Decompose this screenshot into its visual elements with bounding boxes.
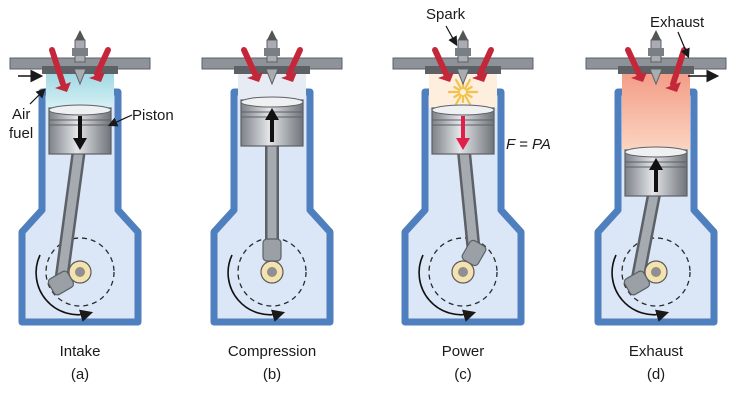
crank-pin [623,270,651,296]
spark-plug-nut [648,48,664,56]
spark-plug-nut [72,48,88,56]
connecting-rod-face [632,179,661,288]
intake-valve-stem [49,47,66,87]
crank-pin [461,239,487,267]
stroke-name-intake: Intake [59,343,101,360]
spark-plug-nut [264,48,280,56]
spark-burst [447,78,479,106]
engine-power [392,30,534,326]
exhaust-valve-stem [477,47,494,77]
air-fuel-leader [29,88,46,105]
rotation-arrow [611,254,670,322]
crank-path [428,237,498,307]
piston-arrow-down [73,138,87,150]
piston-leader [107,114,133,127]
spark-plug-terminal [651,30,661,40]
intake-valve-stem [432,47,449,77]
intake-valve-stem [241,47,258,77]
rotation-arrow [35,254,94,322]
stroke-name-compression: Compression [227,343,317,360]
stroke-letter-a: (a) [70,366,90,383]
engine-intake [9,30,151,326]
connecting-rod-face [56,137,85,288]
stroke-letter-c: (c) [454,366,472,383]
spark-plug-terminal [75,30,85,40]
intake-valve-head [438,72,454,82]
stroke-name-power: Power [441,343,485,360]
crankshaft-center [651,267,661,277]
piston-crown [48,104,112,116]
exhaust-valve-head [281,72,297,82]
spark-plug-tip [456,68,470,86]
piston-arrow-up [265,108,279,120]
crankshaft-center [75,267,85,277]
crank-path [45,237,115,307]
exhaust-valve-head [472,72,488,82]
crank-pin [47,270,75,296]
spark-leader [445,25,458,47]
stroke-letter-b: (b) [262,366,282,383]
fuel-label: fuel [9,125,34,142]
rotation-arrow [418,254,477,322]
crank-pin [262,238,282,262]
spark-plug-nut [455,48,471,56]
exhaust-valve-head [665,82,681,92]
piston-label: Piston [132,107,174,124]
force-formula-label: F = PA [506,136,551,153]
piston-crown [240,96,304,108]
spark-plug-terminal [267,30,277,40]
intake-valve-head [631,72,647,82]
rotation-arrow [227,254,286,322]
stroke-name-exhaust: Exhaust [628,343,684,360]
piston-crown [624,146,688,158]
housing-wall [594,88,718,326]
exhaust-valve-stem [286,47,303,77]
engine-compression [201,30,343,326]
exhaust-valve-stem [94,47,111,77]
spark-plug-terminal [458,30,468,40]
exhaust-leader [677,31,690,59]
air-label: Air [12,106,31,123]
spark-plug-tip [649,68,663,86]
crank-path [237,237,307,307]
crank-path [621,237,691,307]
intake-valve-stem [625,47,642,77]
crankshaft-center [267,267,277,277]
housing-wall [210,88,334,326]
spark-plug-tip [73,68,87,86]
exhaust-outlet-label: Exhaust [650,14,705,31]
engine-exhaust [585,30,727,326]
housing-wall [401,88,525,326]
exhaust-valve-head [89,72,105,82]
connecting-rod-face [458,137,479,258]
piston-arrow-down [456,138,470,150]
stroke-letter-d: (d) [646,366,666,383]
spark-plug-tip [265,68,279,86]
spark-label: Spark [426,6,466,23]
intake-valve-head [55,82,71,92]
housing-wall [18,88,142,326]
intake-valve-head [247,72,263,82]
crankshaft-center [458,267,468,277]
piston-arrow-up [649,158,663,170]
piston-crown [431,104,495,116]
